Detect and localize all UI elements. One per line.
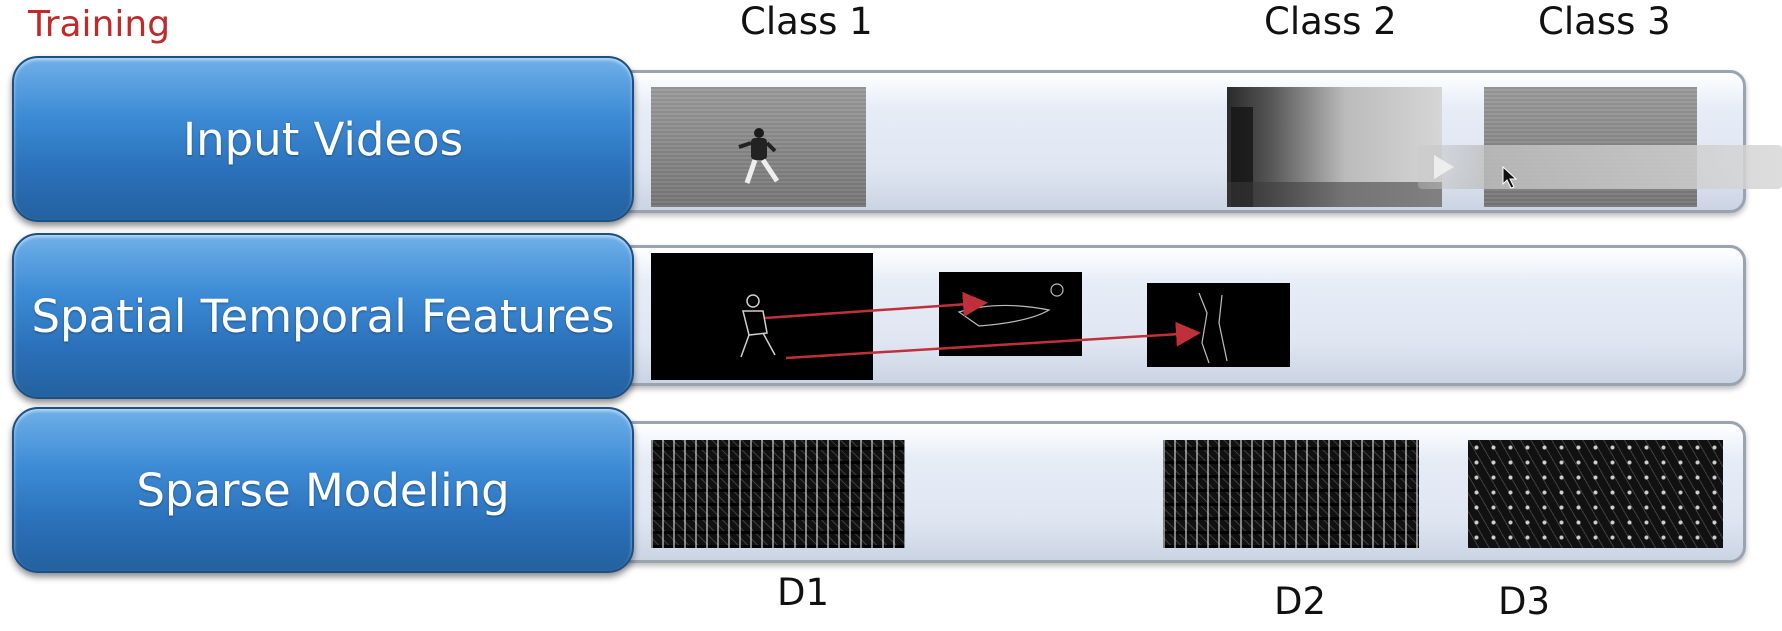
row-label-spatial-temporal: Spatial Temporal Features [31, 289, 615, 343]
class-label-3: Class 3 [1538, 0, 1671, 43]
feature-frame-3 [1147, 283, 1290, 367]
dictionary-d2 [1163, 440, 1419, 548]
row-button-input-videos[interactable]: Input Videos [12, 56, 634, 222]
feature-outline-icon [740, 294, 776, 358]
video-thumb-class-2[interactable] [1227, 87, 1442, 207]
dictionary-label-d2: D2 [1274, 580, 1327, 623]
class-label-2: Class 2 [1264, 0, 1397, 43]
video-thumb-class-1[interactable] [651, 87, 866, 207]
player-figure-icon [738, 128, 780, 184]
feature-outline-icon [1198, 292, 1228, 364]
training-title: Training [28, 4, 171, 45]
row-label-input-videos: Input Videos [182, 112, 464, 166]
feature-frame-1 [651, 253, 873, 380]
dictionary-d3 [1468, 440, 1723, 548]
dictionary-d1 [651, 440, 905, 548]
cursor-icon [1502, 166, 1518, 189]
tracking-arrow-2 [785, 321, 1201, 360]
row-button-spatial-temporal[interactable]: Spatial Temporal Features [12, 233, 634, 399]
tracking-arrow-1 [764, 291, 988, 320]
row-button-sparse-modeling[interactable]: Sparse Modeling [12, 407, 634, 573]
dictionary-label-d1: D1 [777, 571, 830, 614]
dictionary-label-d3: D3 [1498, 580, 1551, 623]
class-label-1: Class 1 [740, 0, 873, 43]
shadow-figure-icon [1227, 107, 1442, 207]
play-icon [1434, 155, 1454, 179]
video-player-overlay[interactable] [1418, 145, 1782, 189]
row-label-sparse-modeling: Sparse Modeling [136, 463, 510, 517]
